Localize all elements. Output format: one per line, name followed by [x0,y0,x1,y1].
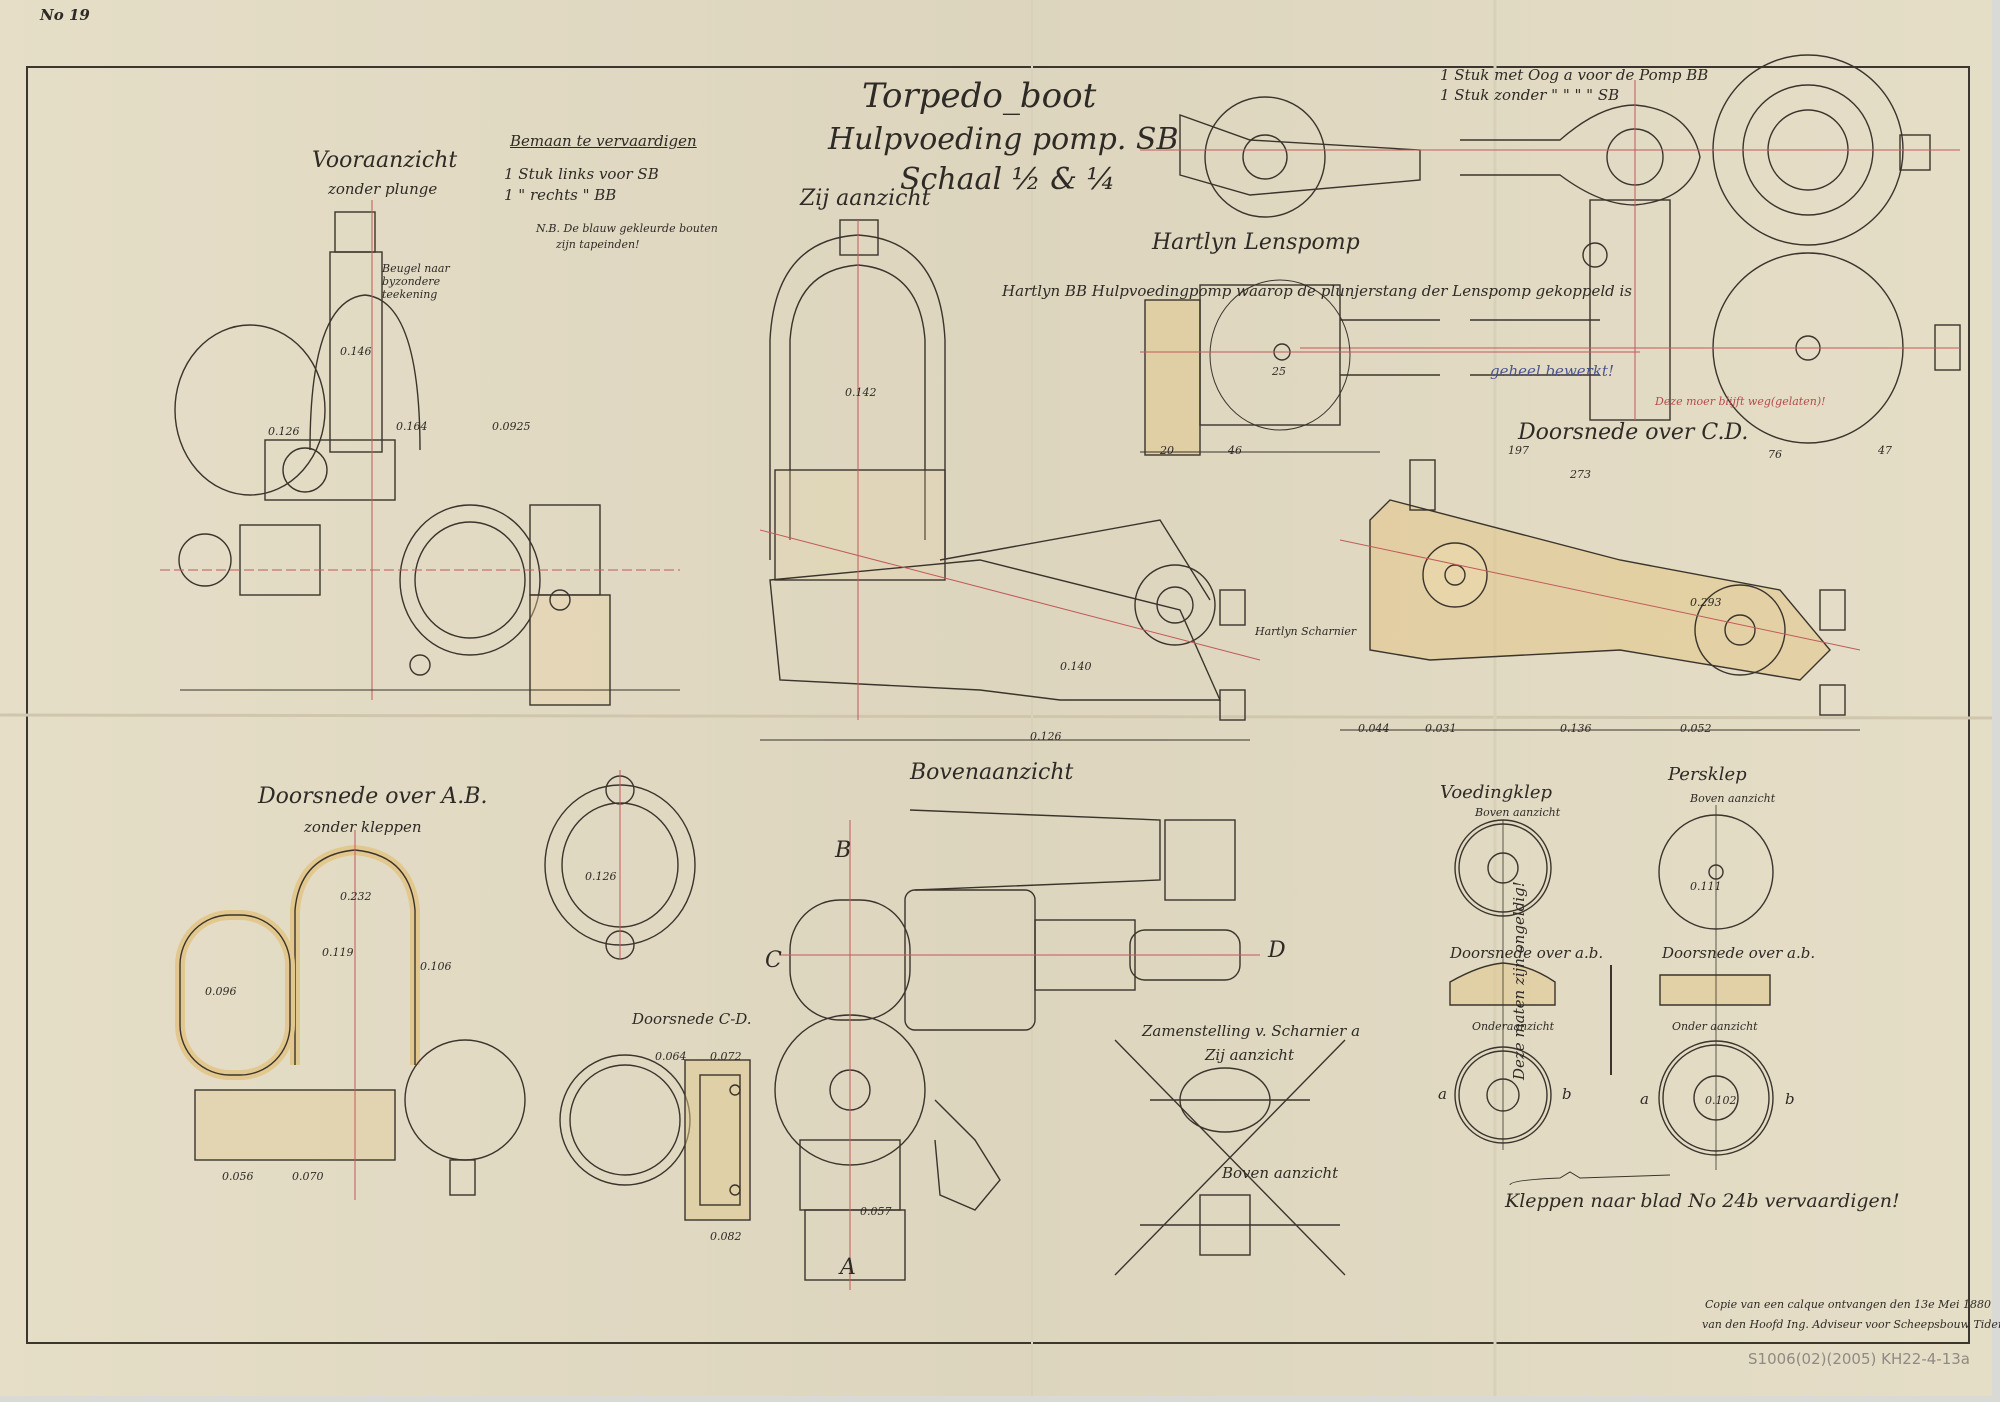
order-heading: Bemaan te vervaardigen [510,132,697,150]
section-ab-drawing [175,830,526,1200]
title-scale: Schaal ½ & ¼ [900,162,1116,197]
feed-valve-section: Doorsnede over a.b. [1450,944,1604,962]
front-view-label: Vooraanzicht [312,148,458,173]
dimension-label: 0.031 [1425,722,1457,735]
dimension-label: 0.232 [340,890,372,903]
hinge-assembly-label: Zamenstelling v. Scharnier a [1142,1022,1361,1040]
archive-reference: S1006(02)(2005) KH22-4-13a [1748,1350,1970,1368]
top-view-drawing [774,809,1260,1290]
geheel-bewerkt-label: geheel bewerkt! [1490,362,1614,380]
hartlyn-scharnier-label: Hartlyn Scharnier [1255,625,1357,638]
letter-a: A [840,1255,856,1280]
dimension-label: 46 [1228,444,1242,457]
dimension-label: 25 [1272,365,1286,378]
hinge-assembly-crossed [1114,1039,1346,1276]
dimension-label: 0.044 [1358,722,1390,735]
dimension-label: 76 [1768,448,1782,461]
hinge-side-label: Zij aanzicht [1205,1046,1294,1064]
dimension-label: 20 [1160,444,1174,457]
press-valve-bottom-dim: 0.102 [1705,1094,1737,1107]
letter-d: D [1268,938,1286,963]
dimension-label: 0.082 [710,1230,742,1243]
front-view [160,200,680,706]
section-cd-drawing [1339,459,1861,731]
dimension-label: 0.0925 [492,420,531,433]
section-ab-label: Doorsnede over A.B. [258,784,488,809]
section-cd-small-drawing [559,1054,751,1221]
top-right-note-1: 1 Stuk met Oog a voor de Pomp BB [1440,66,1709,84]
drawing-border [26,66,1970,1344]
invalid-dimensions-note: Deze maten zijn ongeldig! [1510,881,1528,1080]
dimension-label: 0.064 [655,1050,687,1063]
feed-valve-label: Voedingklep [1440,782,1553,803]
top-right-note-2: 1 Stuk zonder " " " " SB [1440,86,1620,104]
copy-note-line-2: van den Hoofd Ing. Adviseur voor Scheeps… [1702,1318,2000,1331]
dimension-label: 0.146 [340,345,372,358]
dimension-label: 0.057 [860,1205,892,1218]
top-view-label: Bovenaanzicht [910,760,1074,785]
feed-valve-bottom: Onderaanzicht [1472,1020,1555,1033]
dimension-label: 0.096 [205,985,237,998]
order-nb-2: zijn tapeinden! [556,238,640,251]
feed-mark-a: a [1438,1085,1447,1103]
dimension-label: 0.070 [292,1170,324,1183]
hartlyn-lenspomp-label: Hartlyn Lenspomp [1152,230,1360,255]
dimension-label: 0.056 [222,1170,254,1183]
valves-instruction: Kleppen naar blad No 24b vervaardigen! [1505,1190,1900,1212]
dimension-label: 0.140 [1060,660,1092,673]
red-note: Deze moer blijft weg(gelaten)! [1655,395,1826,408]
front-view-sub: zonder plunge [328,180,438,198]
copy-note-line-1: Copie van een calque ontvangen den 13e M… [1705,1298,1991,1311]
section-ab-sub: zonder kleppen [304,818,422,836]
title-line-1: Torpedo_boot [862,76,1097,116]
section-cd-label: Doorsnede C-D. [632,1010,752,1028]
press-valve-label: Persklep [1668,764,1747,785]
press-valve-top: Boven aanzicht [1690,792,1776,805]
order-nb: N.B. De blauw gekleurde bouten [536,222,718,235]
sheet-number: No 19 [40,6,90,24]
flange-drawing [544,770,696,960]
hartlyn-bb-label: Hartlyn BB Hulpvoedingpomp waarop de plu… [1002,282,1632,300]
feed-valve-top: Boven aanzicht [1475,806,1561,819]
dimension-label: 0.126 [268,425,300,438]
press-valve-section: Doorsnede over a.b. [1662,944,1816,962]
dimension-label: 47 [1878,444,1892,457]
title-line-2: Hulpvoeding pomp. SB [828,122,1179,157]
dimension-label: 0.293 [1690,596,1722,609]
order-row-1: 1 Stuk links voor SB [504,165,659,183]
order-row-2: 1 " rechts " BB [504,186,617,204]
dimension-label: 0.142 [845,386,877,399]
connecting-rod-drawing [1140,54,1961,444]
dimension-label: 0.072 [710,1050,742,1063]
press-valve-dim: 0.111 [1690,880,1722,893]
side-view-label: Zij aanzicht [800,186,931,211]
dimension-label: 273 [1570,468,1591,481]
dimension-label: 0.126 [1030,730,1062,743]
side-view [759,219,1261,741]
dimension-label: 0.052 [1680,722,1712,735]
valves-drawing [1449,805,1774,1186]
dimension-label: 0.126 [585,870,617,883]
dimension-label: 0.106 [420,960,452,973]
section-cd-top-label: Doorsnede over C.D. [1518,420,1749,445]
fold-line [0,713,1993,720]
lenspomp-hinge-drawing [1140,279,1640,456]
dimension-label: 197 [1508,444,1529,457]
dimension-label: 0.136 [1560,722,1592,735]
dimension-label: 0.164 [396,420,428,433]
dimension-label: 0.119 [322,946,354,959]
press-valve-bottom: Onder aanzicht [1672,1020,1758,1033]
press-mark-a: a [1640,1090,1649,1108]
bracket-note: Beugel naar byzondere teekening [382,262,450,301]
hinge-top-label: Boven aanzicht [1222,1164,1339,1182]
letter-c: C [765,948,782,973]
feed-mark-b: b [1562,1085,1572,1103]
letter-b: B [835,838,852,863]
press-mark-b: b [1785,1090,1795,1108]
